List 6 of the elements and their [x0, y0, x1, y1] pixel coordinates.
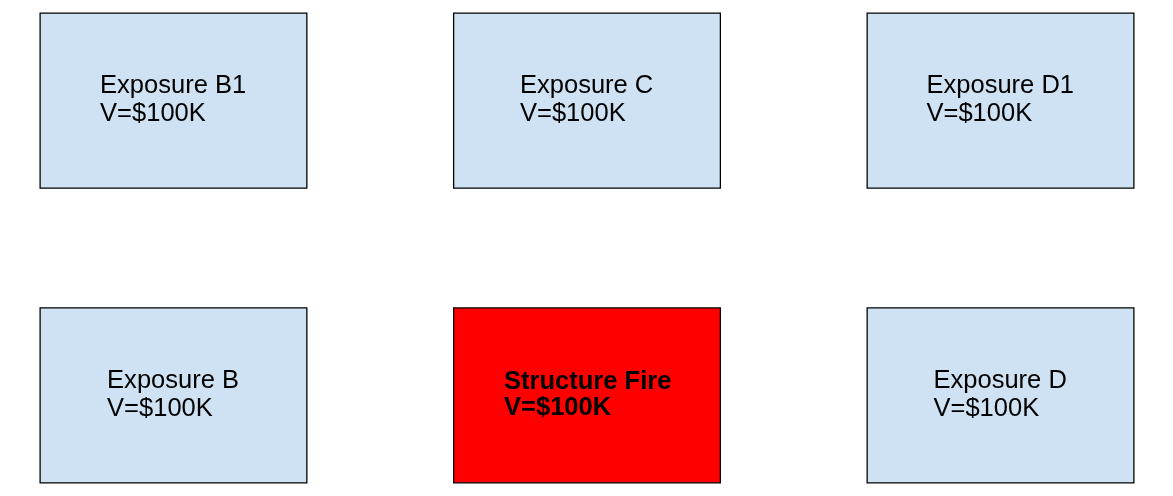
node-box: Exposure B V=$100K — [38, 307, 307, 484]
node-box: Exposure C V=$100K — [452, 12, 721, 189]
node-box: Exposure B1 V=$100K — [38, 12, 307, 189]
node-box: Structure Fire V=$100K — [452, 307, 721, 484]
node-box: Exposure D V=$100K — [866, 307, 1135, 484]
node-box: Exposure D1 V=$100K — [866, 12, 1135, 189]
